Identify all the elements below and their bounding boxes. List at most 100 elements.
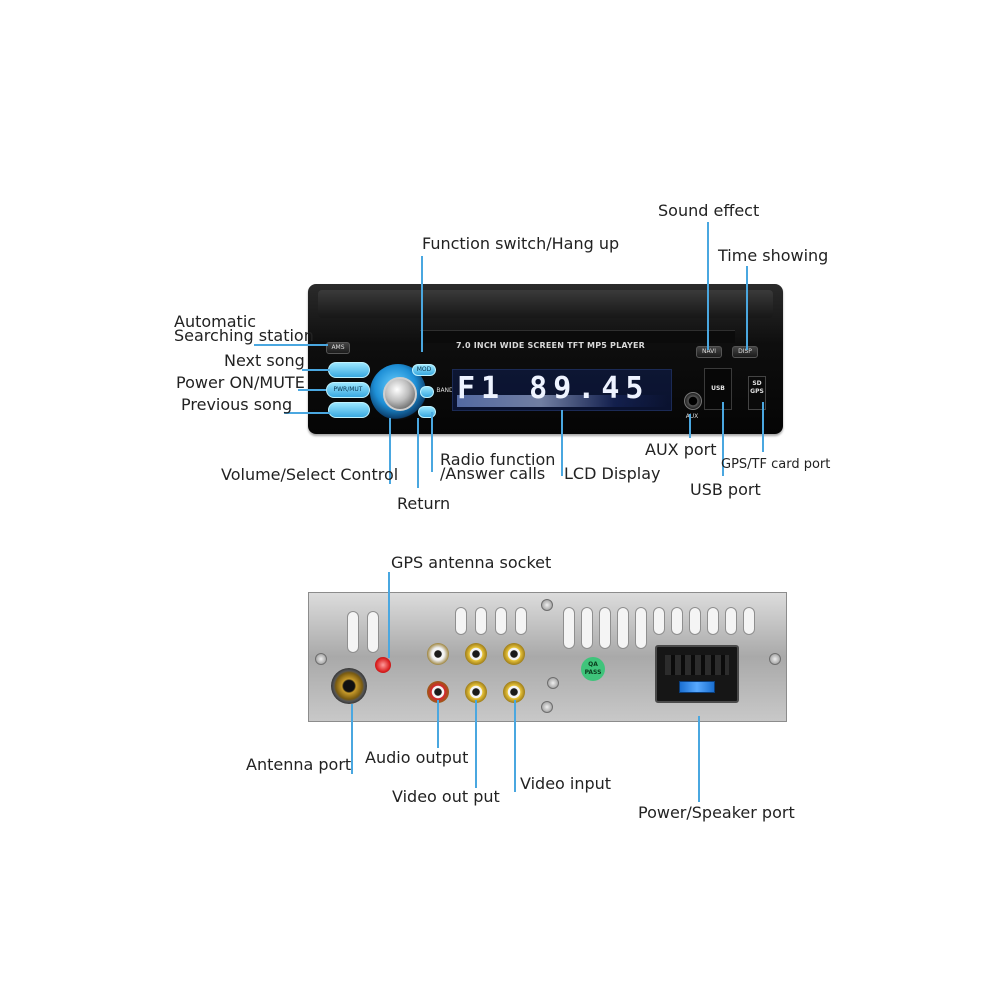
mod-button[interactable]: MOD xyxy=(412,364,436,376)
vent-slot xyxy=(495,607,507,635)
screw xyxy=(769,653,781,665)
leader-return xyxy=(417,418,419,488)
vent-slot xyxy=(475,607,487,635)
vent-slot xyxy=(707,607,719,635)
gps-slot-label: GPS xyxy=(750,388,764,395)
ams-button[interactable]: AMS xyxy=(326,342,350,354)
label-audio-output: Audio output xyxy=(365,748,469,767)
rca-yellow-2[interactable] xyxy=(503,643,525,665)
vent-slot xyxy=(653,607,665,635)
vent-slot xyxy=(617,607,629,649)
leader-gps-tf xyxy=(762,402,764,452)
label-usb-port: USB port xyxy=(690,480,761,499)
label-antenna-port: Antenna port xyxy=(246,755,352,774)
screw xyxy=(541,701,553,713)
vent-slot xyxy=(671,607,683,635)
leader-radio xyxy=(431,412,433,472)
band-button[interactable] xyxy=(420,386,434,398)
navi-button[interactable]: NAVI xyxy=(696,346,722,358)
band-label: BAND xyxy=(436,387,454,394)
leader-volume xyxy=(389,418,391,484)
leader-audio-output xyxy=(437,700,439,748)
leader-sound-effect xyxy=(707,222,709,350)
label-automatic: Automatic xyxy=(174,312,257,331)
label-power-speaker-port: Power/Speaker port xyxy=(638,803,795,822)
audio-out-red[interactable] xyxy=(427,681,449,703)
return-button[interactable] xyxy=(418,406,436,418)
label-video-input: Video input xyxy=(520,774,612,793)
label-video-out-put: Video out put xyxy=(392,787,500,806)
lcd-readout: F1 89.45 xyxy=(457,371,650,406)
screw xyxy=(547,677,559,689)
leader-gps-antenna xyxy=(388,572,390,658)
panel-hinge xyxy=(318,290,773,318)
front-panel: 7.0 INCH WIDE SCREEN TFT MP5 PLAYER AMS … xyxy=(308,284,783,434)
knob-cap xyxy=(383,377,417,411)
lcd-backlight xyxy=(457,395,667,407)
video-out-jack[interactable] xyxy=(465,681,487,703)
label-power-mute: Power ON/MUTE xyxy=(176,373,305,392)
video-in-jack[interactable] xyxy=(503,681,525,703)
vent-slot xyxy=(635,607,647,649)
label-gps-tf-port: GPS/TF card port xyxy=(721,457,831,472)
label-radio-function: Radio function xyxy=(440,450,556,469)
vent-slot xyxy=(689,607,701,635)
label-previous-song: Previous song xyxy=(181,395,293,414)
label-gps-antenna-socket: GPS antenna socket xyxy=(391,553,552,572)
leader-aux xyxy=(689,414,691,438)
leader-previous-song xyxy=(284,412,330,414)
leader-video-input xyxy=(514,700,516,792)
label-searching-station: Searching station xyxy=(174,326,314,345)
disp-button[interactable]: DISP xyxy=(732,346,758,358)
label-function-switch: Function switch/Hang up xyxy=(422,234,620,253)
model-text: 7.0 INCH WIDE SCREEN TFT MP5 PLAYER xyxy=(456,341,646,350)
fuse xyxy=(679,681,715,693)
leader-usb xyxy=(722,402,724,476)
panel-slot xyxy=(420,330,735,343)
previous-song-button[interactable] xyxy=(328,402,370,418)
leader-auto-search xyxy=(254,344,328,346)
label-time-showing: Time showing xyxy=(718,246,829,265)
label-sound-effect: Sound effect xyxy=(658,201,760,220)
audio-out-white[interactable] xyxy=(427,643,449,665)
vent-slot xyxy=(581,607,593,649)
leader-antenna-port xyxy=(351,704,353,774)
leader-video-out xyxy=(475,700,477,788)
next-song-button[interactable] xyxy=(328,362,370,378)
label-next-song: Next song xyxy=(224,351,305,370)
antenna-port[interactable] xyxy=(331,668,367,704)
leader-power-speaker xyxy=(698,716,700,802)
vent-slot xyxy=(347,611,359,653)
usb-slot[interactable]: USB xyxy=(704,368,732,410)
vent-slot xyxy=(743,607,755,635)
aux-jack-label: AUX xyxy=(685,413,699,420)
label-aux-port: AUX port xyxy=(645,440,717,459)
label-return: Return xyxy=(397,494,451,513)
leader-power-mute xyxy=(298,389,326,391)
rca-yellow-1[interactable] xyxy=(465,643,487,665)
power-mute-button[interactable]: PWR/MUT xyxy=(326,382,370,398)
vent-slot xyxy=(455,607,467,635)
rear-panel: QA PASS xyxy=(308,592,787,722)
aux-jack[interactable] xyxy=(684,392,702,410)
label-volume-select: Volume/Select Control xyxy=(221,465,399,484)
screw xyxy=(541,599,553,611)
connector-pins xyxy=(665,655,729,675)
sd-slot-label: SD xyxy=(752,380,762,387)
screw xyxy=(315,653,327,665)
vent-slot xyxy=(599,607,611,649)
vent-slot xyxy=(367,611,379,653)
leader-time-showing xyxy=(746,266,748,350)
vent-slot xyxy=(563,607,575,649)
label-lcd-display: LCD Display xyxy=(564,464,661,483)
label-answer-calls: /Answer calls xyxy=(440,464,546,483)
lcd-display: F1 89.45 xyxy=(452,369,672,411)
leader-function-switch xyxy=(421,256,423,352)
sd-gps-slot[interactable]: SD GPS xyxy=(748,376,766,410)
gps-antenna-socket[interactable] xyxy=(375,657,391,673)
power-speaker-connector[interactable] xyxy=(655,645,739,703)
leader-next-song xyxy=(302,369,330,371)
qa-pass-sticker: QA PASS xyxy=(581,657,605,681)
vent-slot xyxy=(515,607,527,635)
